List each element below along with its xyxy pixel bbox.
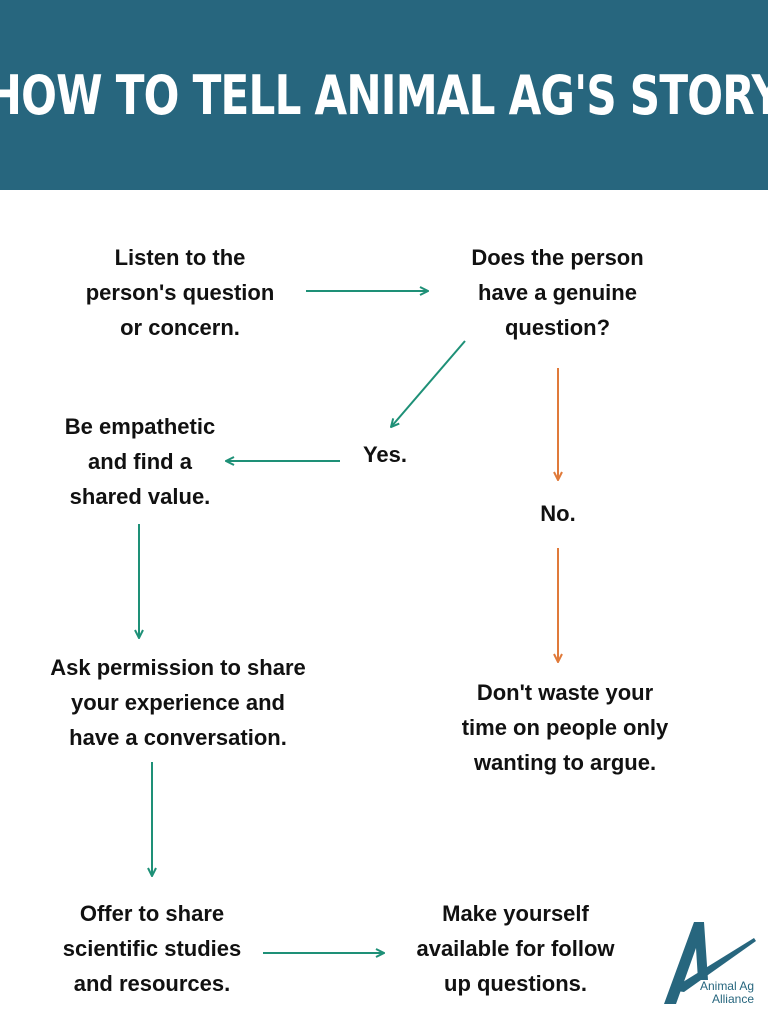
node-ask-permission: Ask permission to share your experience … <box>50 655 306 750</box>
logo-text-line1: Animal Ag <box>699 979 754 993</box>
animal-ag-alliance-logo: Animal Ag Alliance <box>650 918 760 1013</box>
node-listen: Listen to the person's question or conce… <box>85 245 275 340</box>
logo-text-line2: Alliance <box>711 992 754 1006</box>
label-no: No. <box>540 501 576 526</box>
logo-a-icon <box>664 922 756 1004</box>
node-genuine-question: Does the person have a genuine question? <box>471 245 644 340</box>
page-title: HOW TO TELL ANIMAL AG'S STORY <box>0 63 768 127</box>
node-dont-waste-time: Don't waste your time on people only wan… <box>461 680 669 775</box>
node-offer-studies: Offer to share scientific studies and re… <box>62 901 242 996</box>
label-yes: Yes. <box>362 442 408 467</box>
node-empathetic: Be empathetic and find a shared value. <box>64 414 216 509</box>
arrow-genuine-to-yes <box>391 340 466 427</box>
node-make-available: Make yourself available for follow up qu… <box>416 901 615 996</box>
title-banner <box>0 0 768 190</box>
